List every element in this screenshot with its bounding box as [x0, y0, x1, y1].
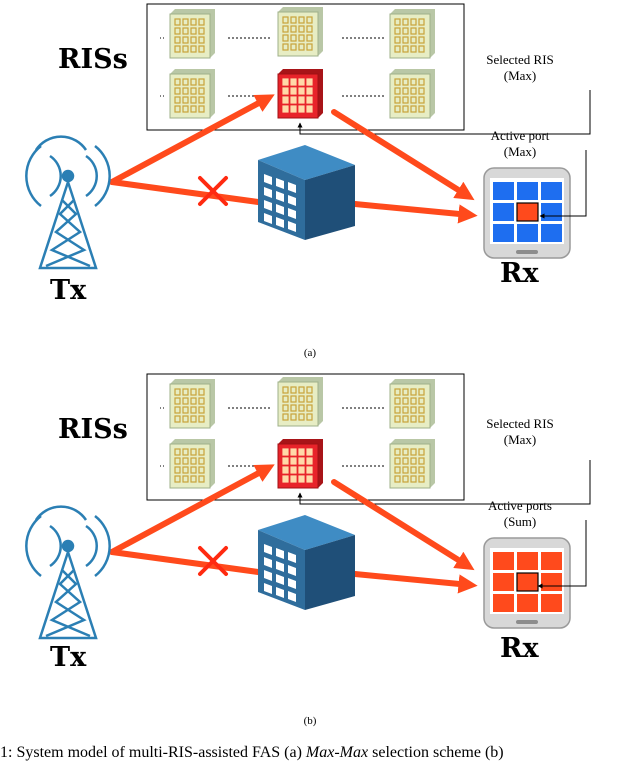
ris-panel-icon [169, 9, 215, 59]
ris-panel-icon [169, 379, 215, 429]
active-port-pointer-line [539, 150, 587, 219]
subfigure-label-a: (a) [303, 347, 317, 359]
inactive-port [493, 224, 514, 242]
inactive-port [517, 224, 538, 242]
ris-panel-icon [169, 69, 215, 119]
active-port [493, 594, 514, 612]
blocked-link-icon [198, 546, 228, 576]
tx-to-ris-arrow [109, 464, 275, 555]
selected-ris-label: Selected RIS (Max) [486, 416, 554, 447]
system-diagram-b [25, 373, 591, 640]
rx-label: Rx [500, 633, 539, 664]
active-port [517, 573, 538, 591]
ris-to-rx-arrow [331, 109, 475, 201]
rx-label: Rx [500, 258, 539, 289]
blocked-link-arrow [352, 201, 478, 224]
selected-ris-panel-icon [277, 69, 323, 119]
panel-b: RISs Selected RIS (Max) Active ports (Su… [0, 370, 618, 700]
inactive-port [541, 224, 562, 242]
active-port [541, 594, 562, 612]
building-icon [258, 515, 355, 610]
building-icon [258, 145, 355, 240]
active-port [493, 573, 514, 591]
inactive-port [541, 182, 562, 200]
active-port-pointer-line [537, 520, 587, 589]
ris-panel-icon [389, 379, 435, 429]
caption-scheme-a: Max-Max [305, 744, 369, 761]
direct-link-arrow [109, 179, 261, 205]
ris-label: RISs [58, 414, 128, 445]
active-port [493, 552, 514, 570]
active-port [517, 552, 538, 570]
selected-ris-panel-icon [277, 439, 323, 489]
inactive-port [517, 182, 538, 200]
inactive-port [541, 203, 562, 221]
ris-to-rx-arrow [331, 479, 475, 571]
tx-to-ris-arrow [109, 94, 275, 185]
selection-feedback-line [297, 90, 591, 135]
selection-feedback-line [297, 460, 591, 505]
caption-prefix: 1: System model of multi-RIS-assisted FA… [0, 744, 306, 761]
phone-icon [483, 537, 571, 629]
inactive-port [493, 182, 514, 200]
phone-icon [483, 167, 571, 259]
active-port [541, 552, 562, 570]
selected-ris-label: Selected RIS (Max) [486, 52, 554, 83]
ris-panel-icon [277, 7, 323, 57]
ris-panel-icon [169, 439, 215, 489]
ris-panel-icon [389, 69, 435, 119]
blocked-link-arrow [352, 571, 478, 594]
active-port-label: Active port (Max) [490, 128, 550, 159]
tx-label: Tx [50, 275, 87, 306]
ris-panel-icon [277, 377, 323, 427]
active-port-label: Active ports (Sum) [488, 498, 552, 529]
figure-caption: 1: System model of multi-RIS-assisted FA… [0, 744, 618, 762]
tx-label: Tx [50, 642, 87, 673]
system-diagram-a [25, 3, 591, 270]
antenna-tower-icon [25, 505, 111, 640]
inactive-port [493, 203, 514, 221]
antenna-tower-icon [25, 135, 111, 270]
selected-port-marker [516, 202, 539, 222]
ris-label: RISs [58, 44, 128, 75]
selected-port-marker [516, 572, 539, 592]
active-port [517, 594, 538, 612]
blocked-link-icon [198, 176, 228, 206]
active-port [541, 573, 562, 591]
caption-middle: selection scheme (b) [368, 744, 504, 761]
subfigure-label-b: (b) [303, 715, 317, 727]
direct-link-arrow [109, 549, 261, 575]
ris-panel-icon [389, 9, 435, 59]
ris-panel-icon [389, 439, 435, 489]
active-port [517, 203, 538, 221]
panel-a: RISs Selected RIS (Max) Active port (Max… [0, 0, 618, 330]
